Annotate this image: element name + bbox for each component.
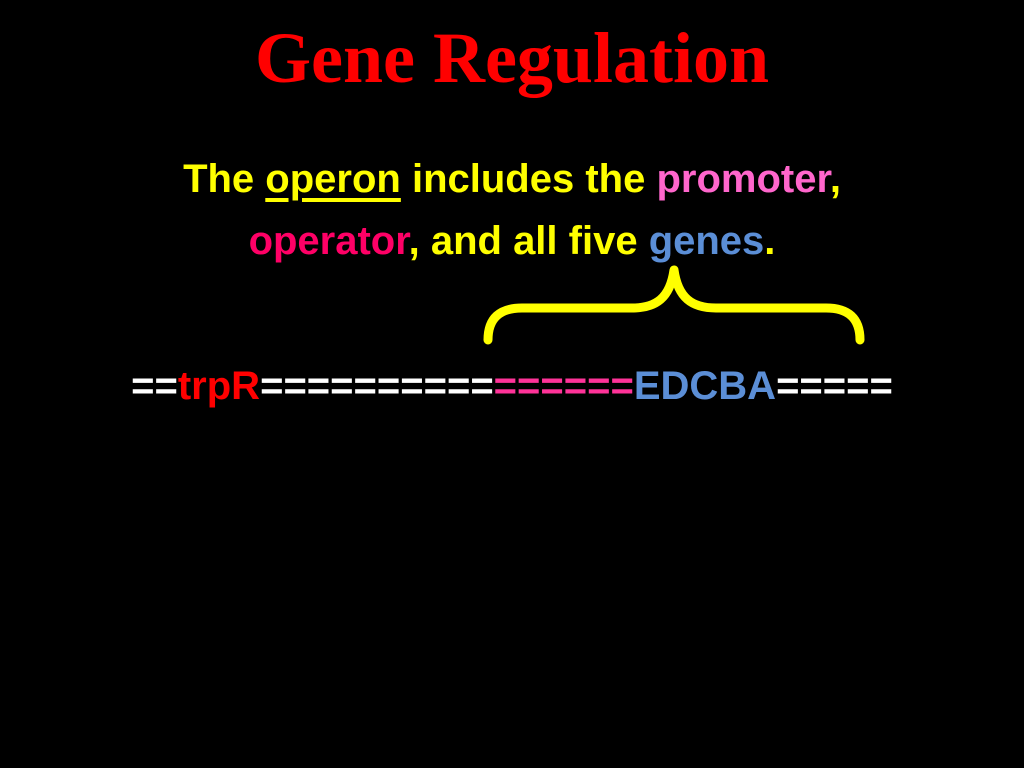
body-line-1: The operon includes the promoter, [0, 148, 1024, 210]
gene-trpR: trpR [177, 364, 261, 408]
text-includes-the: includes the [400, 157, 657, 201]
operon-sequence: ==trpR================EDCBA===== [0, 360, 1024, 412]
term-promoter: promoter [656, 157, 830, 201]
sequence-lead: == [131, 364, 178, 408]
text-and-all-five: , and all five [408, 219, 649, 263]
sequence-spacer: ========== [260, 364, 494, 408]
term-operator: operator [248, 219, 409, 263]
sequence-control-region: ====== [493, 364, 634, 408]
body-line-2: operator, and all five genes. [0, 210, 1024, 272]
sequence-tail: ===== [776, 364, 893, 408]
slide-body: The operon includes the promoter, operat… [0, 148, 1024, 272]
sequence-genes: EDCBA [633, 364, 777, 408]
text-period: . [764, 219, 776, 263]
slide-title: Gene Regulation [255, 18, 769, 98]
term-genes: genes [648, 219, 765, 263]
text-comma: , [829, 157, 841, 201]
text-the: The [183, 157, 266, 201]
term-operon: operon [265, 157, 401, 201]
